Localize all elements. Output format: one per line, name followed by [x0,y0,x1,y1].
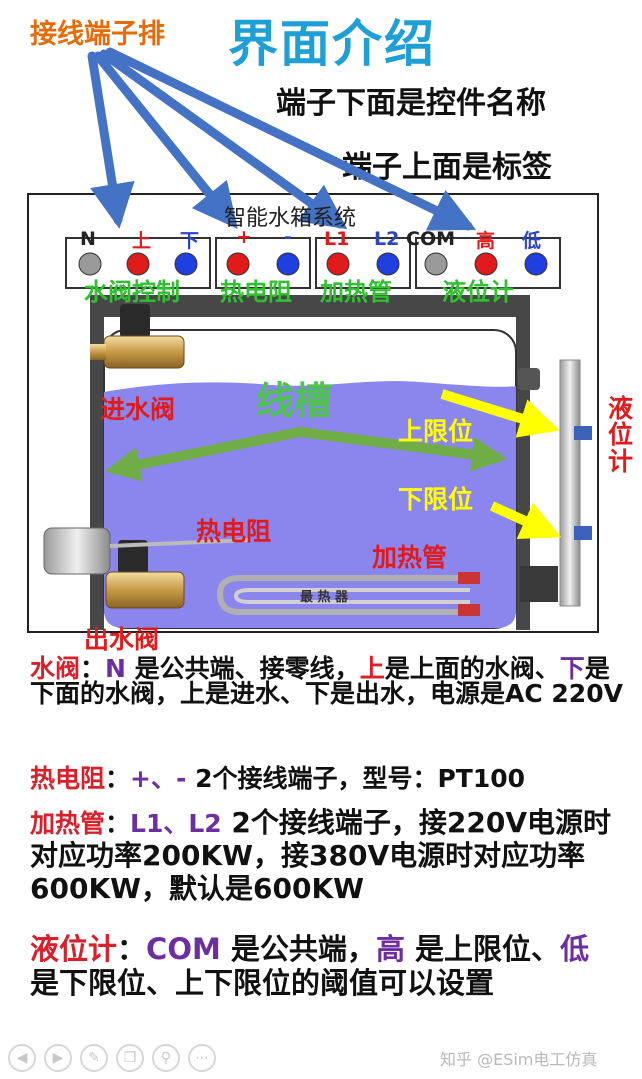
heater-label: 加热管 [372,543,448,572]
heater-sep: ： [105,809,131,838]
control-name-rtd: 热电阻 [220,278,292,306]
heater-text: 2个接线端子，接220V电源时对应功率200KW，接380V电源时对应功率600… [30,806,612,906]
trough-label: 线槽 [256,379,333,423]
terminal-dot[interactable] [376,252,400,276]
zoom-icon[interactable]: ⚲ [152,1044,180,1072]
control-name-gauge: 液位计 [442,278,514,306]
inlet-valve-label: 进水阀 [100,395,176,424]
gauge-com: COM [146,932,221,966]
gauge-text-2: 是上限位、 [404,932,561,966]
terminal-dot[interactable] [424,252,448,276]
valve-up: 上 [359,654,385,683]
heater-description: 加热管：L1、L2 2个接线端子，接220V电源时对应功率200KW，接380V… [30,806,620,905]
gauge-text-3: 是下限位、上下限位的阈值可以设置 [30,966,495,1001]
gauge-low: 低 [560,932,590,966]
terminal-label-high: 高 [476,230,496,252]
rtd-sep: ： [105,764,131,793]
gauge-high: 高 [375,932,405,966]
heater-pins: L1、L2 [130,809,222,838]
terminal-label-plus: + [236,226,252,248]
gauge-term: 液位计 [30,932,118,966]
rtd-label: 热电阻 [196,517,272,546]
outlet-valve-graphic [105,540,185,609]
inlet-valve-graphic [90,304,185,369]
heater-term: 加热管 [30,809,106,838]
valve-down: 下 [559,654,585,683]
valve-text-3: 是下面的水阀，上是进水、下是出水，电源是AC 220V [30,654,623,708]
gauge-description: 液位计：COM 是公共端，高 是上限位、低 是下限位、上下限位的阈值可以设置 [30,932,620,1000]
terminal-label-minus: - [284,226,292,248]
wire-trough-top [90,295,530,317]
forward-icon[interactable]: ▶ [44,1044,72,1072]
terminal-dot[interactable] [126,252,150,276]
control-name-valve: 水阀控制 [84,278,180,306]
upper-limit-label: 上限位 [398,417,474,446]
rtd-term: 热电阻 [30,764,106,793]
rtd-description: 热电阻：+、- 2个接线端子，型号：PT100 [30,766,630,791]
callout-arrows-blue [87,47,477,231]
terminal-dot[interactable] [524,252,548,276]
terminal-label-l2: L2 [374,228,400,250]
level-gauge-graphic [518,359,592,607]
note-below: 端子下面是控件名称 [276,86,546,121]
lower-limit-arrow [489,501,562,540]
terminal-dot[interactable] [326,252,350,276]
outlet-valve-label: 出水阀 [84,625,160,654]
valve-term: 水阀 [30,654,81,683]
terminal-dot[interactable] [474,252,498,276]
system-title: 智能水箱系统 [224,206,357,231]
valve-text-1: 是公共端、接零线， [125,654,360,683]
gauge-text-1: 是公共端， [220,932,376,966]
toolbar: ◀ ▶ ✎ ❐ ⚲ ⋯ [8,1044,216,1072]
terminal-label-n: N [80,228,96,250]
gauge-sep: ： [117,932,147,966]
terminal-label-down: 下 [180,230,200,252]
rtd-text: 2个接线端子，型号：PT100 [186,764,526,793]
rtd-pins: +、- [130,764,187,793]
page-title: 界面介绍 [228,15,436,73]
valve-n: N [105,654,126,683]
copy-icon[interactable]: ❐ [116,1044,144,1072]
lower-limit-label: 下限位 [398,485,474,514]
terminal-dot[interactable] [276,252,300,276]
terminal-dot[interactable] [78,252,102,276]
terminal-strip-label: 接线端子排 [30,19,165,50]
rtd-graphic [43,527,251,575]
back-icon[interactable]: ◀ [8,1044,36,1072]
watermark: 知乎 @ESim电工仿真 [440,1050,598,1069]
valve-text-2: 是上面的水阀、 [384,654,560,683]
terminal-label-com: COM [406,228,456,250]
terminal-dot[interactable] [174,252,198,276]
level-gauge-label: 液位计 [608,394,634,476]
terminal-label-l1: L1 [324,228,350,250]
more-icon[interactable]: ⋯ [188,1044,216,1072]
valve-description: 水阀：N 是公共端、接零线，上是上面的水阀、下是下面的水阀，上是进水、下是出水，… [30,656,626,706]
terminal-dot[interactable] [226,252,250,276]
valve-sep: ： [80,654,106,683]
heater-graphic [216,572,480,616]
heater-plate-text: 最 热 器 [300,590,349,605]
upper-limit-arrow [440,389,560,438]
water-tank-diagram [27,47,599,633]
trough-arrow [105,426,507,482]
terminal-label-low: 低 [522,230,542,252]
pen-icon[interactable]: ✎ [80,1044,108,1072]
terminal-label-up: 上 [132,230,152,252]
control-name-heater: 加热管 [320,278,392,306]
